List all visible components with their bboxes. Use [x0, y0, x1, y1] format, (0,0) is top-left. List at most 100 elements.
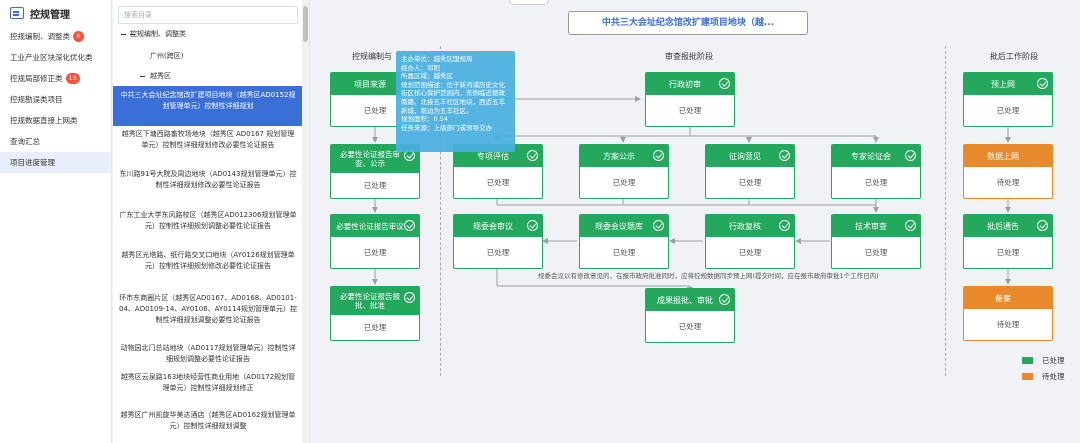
card-header: 必要性论证报告审议 [331, 215, 419, 237]
card-result-approval[interactable]: 成果报批、审批 已处理 [645, 288, 735, 343]
card-header: 行政复核 [706, 215, 794, 237]
tree-node-district[interactable]: 越秀区 [113, 71, 303, 82]
workflow-note: 规委会议以有修改意见的，在报市政府批准同时，应将控规数据同步预上网(提交时间，应… [538, 272, 879, 280]
card-status: 已处理 [486, 178, 510, 187]
menu-title: 控规管理 [30, 9, 70, 21]
check-circle-icon [719, 78, 730, 89]
card-header: 成果报批、审批 [646, 289, 734, 311]
card-necessity-deliberation[interactable]: 必要性论证报告审议 已处理 [330, 214, 420, 269]
card-status: 待处理 [996, 178, 1020, 187]
card-consultation[interactable]: 征询意见 已处理 [705, 144, 795, 199]
menu-item-direct-upload[interactable]: 控规数据直接上网类 [10, 116, 78, 125]
card-header: 规委会审议 [454, 215, 542, 237]
check-circle-icon [653, 150, 664, 161]
card-expert-review[interactable]: 专家论证会 已处理 [831, 144, 921, 199]
card-admin-initial-review[interactable]: 行政初审 已处理 [645, 72, 735, 127]
collapse-handle[interactable] [509, 0, 549, 5]
card-header: 规委会议题库 [580, 215, 668, 237]
card-status: 已处理 [612, 248, 636, 257]
count-badge: 16 [65, 73, 80, 84]
tree-search-input[interactable]: 搜索目录 [118, 6, 298, 24]
card-filing[interactable]: 备案 待处理 [963, 286, 1053, 341]
collapse-icon [121, 34, 126, 36]
scrollbar-thumb[interactable] [303, 6, 308, 42]
check-circle-icon [404, 292, 415, 303]
card-status: 已处理 [864, 248, 888, 257]
card-header: 预上网 [964, 73, 1052, 95]
card-committee-topic-pool[interactable]: 规委会议题库 已处理 [579, 214, 669, 269]
card-data-upload[interactable]: 数据上网 待处理 [963, 144, 1053, 199]
card-status: 已处理 [363, 106, 387, 115]
card-status: 已处理 [363, 248, 387, 257]
tree-leaf[interactable]: 广东工业大学东风路校区（越秀区AD012306规划管理单元）控制性详细规划调整必… [119, 211, 297, 230]
card-header: 专家论证会 [832, 145, 920, 167]
stage-label-review: 审查报批阶段 [665, 52, 713, 61]
card-status: 已处理 [363, 181, 387, 190]
check-circle-icon [779, 150, 790, 161]
card-status: 已处理 [678, 106, 702, 115]
legend-swatch [1022, 357, 1033, 364]
stage-divider [945, 46, 946, 376]
check-circle-icon [779, 220, 790, 231]
menu-item-query[interactable]: 查询汇总 [10, 137, 40, 146]
check-circle-icon [719, 294, 730, 305]
card-header: 批后通告 [964, 215, 1052, 237]
card-header: 数据上网 [964, 145, 1052, 167]
check-circle-icon [527, 220, 538, 231]
tree-leaf[interactable]: 东川路91号大院及周边地块（AD0143规划管理单元）控制性详细规划修改必要性论… [119, 170, 297, 189]
tree-leaf[interactable]: 越秀区光塔路、纸行路交叉口地块（AY0126规划管理单元）控制性详细规划修改必要… [121, 251, 295, 270]
card-status: 已处理 [738, 248, 762, 257]
card-status: 已处理 [678, 322, 702, 331]
check-circle-icon [527, 150, 538, 161]
menu-item-errata[interactable]: 控规勘误类项目 [10, 95, 63, 104]
card-necessity-review[interactable]: 必要性论证报告审查、公示 已处理 [330, 144, 420, 199]
card-special-assessment[interactable]: 专项评估 已处理 [453, 144, 543, 199]
card-admin-recheck[interactable]: 行政复核 已处理 [705, 214, 795, 269]
stage-label-post: 批后工作阶段 [990, 52, 1038, 61]
tree-node-guangzhou[interactable]: 广州(跨区) [150, 52, 184, 60]
card-header: 方案公示 [580, 145, 668, 167]
card-header: 征询意见 [706, 145, 794, 167]
check-circle-icon [653, 220, 664, 231]
card-plan-publicity[interactable]: 方案公示 已处理 [579, 144, 669, 199]
tree-leaf-selected[interactable]: 中共三大会址纪念馆改扩建项目地块（越秀区AD0152规划管理单元）控制性详细规划 [113, 86, 303, 126]
card-status: 已处理 [363, 323, 387, 332]
tree-node-root[interactable]: 控规编制、调整类 [113, 29, 303, 40]
card-technical-review[interactable]: 技术审查 已处理 [831, 214, 921, 269]
tree-leaf[interactable]: 动物园北门总站地块（AD0117规划管理单元）控制性详细规划调整必要性论证报告 [120, 344, 296, 363]
tree-scrollbar[interactable] [302, 0, 309, 443]
card-header: 技术审查 [832, 215, 920, 237]
workflow-title: 中共三大会址纪念馆改扩建项目地块（越... [568, 11, 808, 35]
tree-leaf[interactable]: 越秀区下塘西路畜牧场地块（越秀区 AD0167 规划管理单元）控制性详细规划修改… [121, 130, 295, 149]
stage-divider [440, 46, 441, 376]
card-status: 已处理 [738, 178, 762, 187]
check-circle-icon [1037, 78, 1048, 89]
card-status: 已处理 [996, 248, 1020, 257]
check-circle-icon [905, 220, 916, 231]
stage-label-compile: 控规编制与 [352, 52, 392, 61]
card-pre-upload[interactable]: 预上网 已处理 [963, 72, 1053, 127]
check-circle-icon [404, 220, 415, 231]
card-status: 已处理 [996, 106, 1020, 115]
menu-item-progress[interactable]: 项目进度管理 [0, 152, 111, 173]
card-header: 必要性论证报告报批、批准 [331, 287, 419, 315]
card-header: 备案 [964, 287, 1052, 309]
card-status: 已处理 [486, 248, 510, 257]
legend-swatch [1022, 373, 1033, 380]
project-tree: 搜索目录 控规编制、调整类 广州(跨区) 越秀区 中共三大会址纪念馆改扩建项目地… [113, 0, 310, 443]
card-status: 已处理 [864, 178, 888, 187]
card-necessity-approval[interactable]: 必要性论证报告报批、批准 已处理 [330, 286, 420, 341]
tree-leaf[interactable]: 越秀区云泉路163地块经营性商业用地（AD0172规划管理单元）控制性详细规划修… [120, 373, 296, 392]
tree-leaf[interactable]: 越秀区广州凯旋华美达酒店（越秀区AD0162规划管理单元）控制性详细规划调整 [120, 411, 296, 430]
menu-header: 控规管理 [0, 0, 111, 26]
legend-done: 已处理 [1022, 355, 1065, 366]
card-post-notice[interactable]: 批后通告 已处理 [963, 214, 1053, 269]
card-committee-deliberation[interactable]: 规委会审议 已处理 [453, 214, 543, 269]
card-status: 已处理 [612, 178, 636, 187]
card-status: 待处理 [996, 320, 1020, 329]
tree-leaf[interactable]: 环市东商圈片区（越秀区AD0167、AD0168、AD0101-04、AD010… [119, 294, 298, 324]
menu-item-industry[interactable]: 工业产业区块深化优化类 [10, 53, 93, 62]
